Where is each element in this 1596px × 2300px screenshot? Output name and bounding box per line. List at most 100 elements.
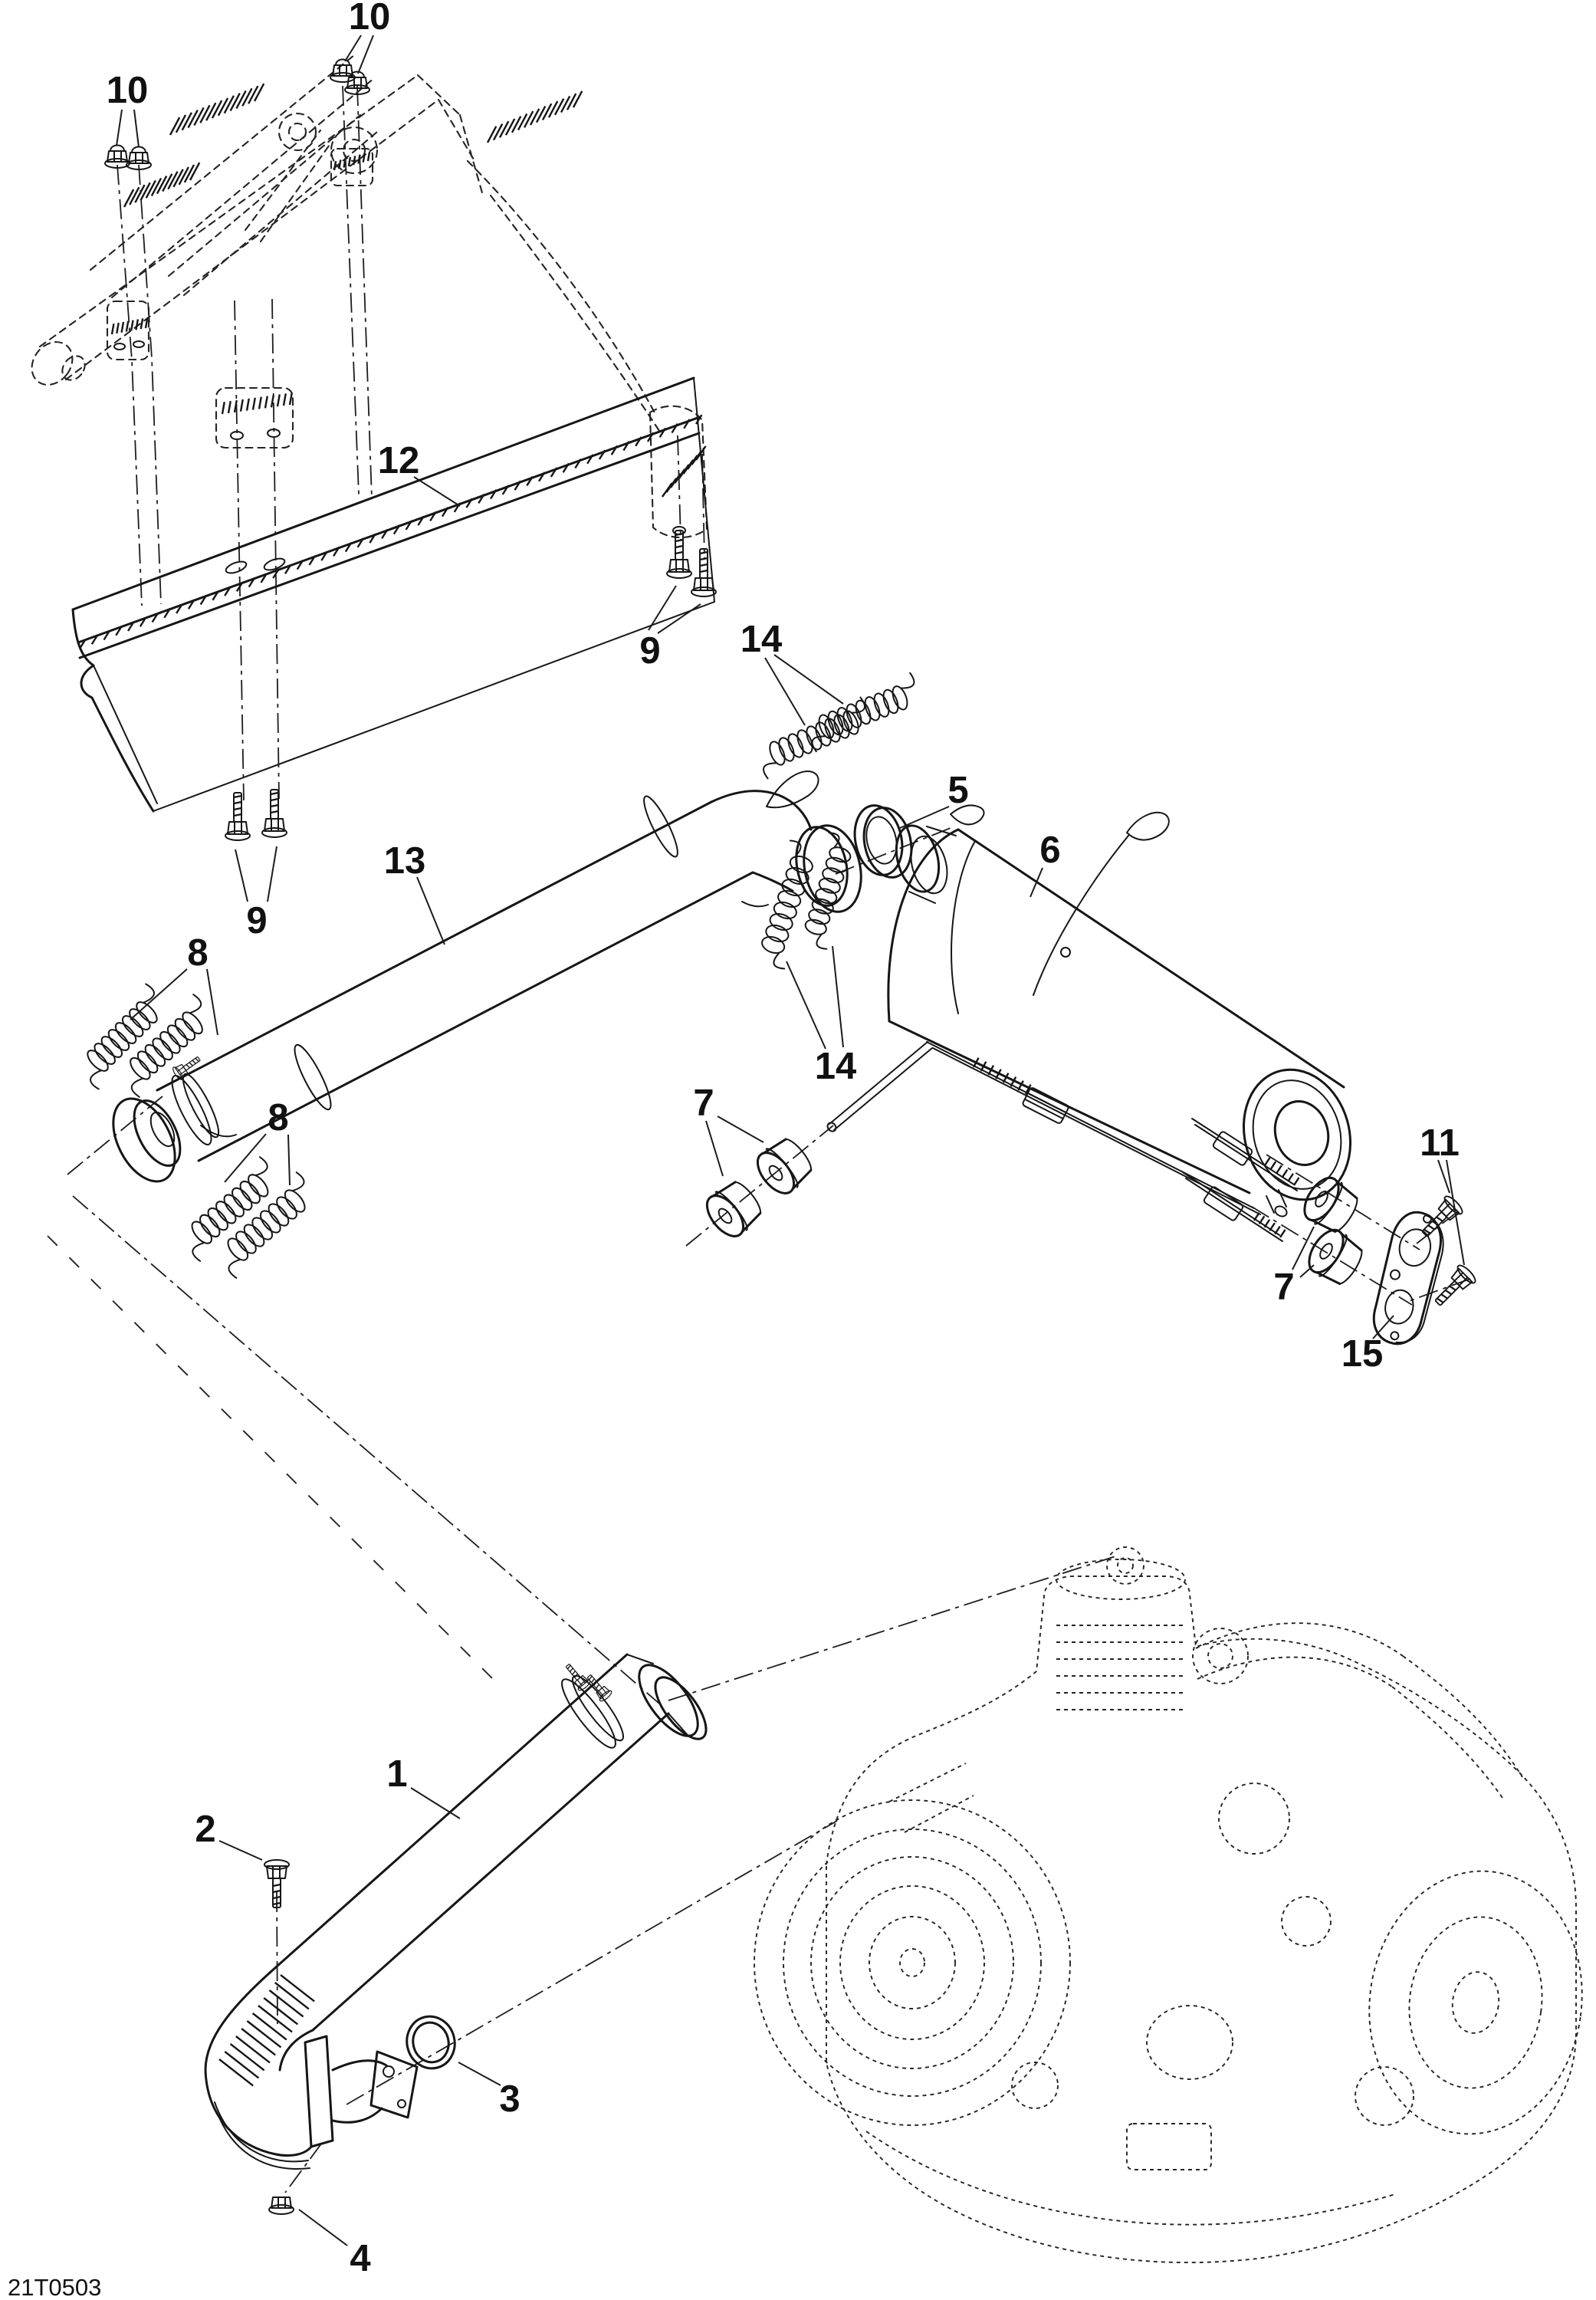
callout-leader-9 [267, 846, 277, 902]
engine-reference [754, 1546, 1583, 2263]
callout-leader-11 [1446, 1159, 1465, 1266]
spring-hook [766, 770, 819, 809]
muffler-mounting-stud [1182, 1171, 1286, 1242]
throttle-body [1192, 1628, 1249, 1684]
callout-label-1: 1 [386, 1753, 407, 1795]
exhaust-spring [761, 840, 813, 970]
callout-label-10: 10 [107, 70, 149, 111]
callout-leader-10 [133, 109, 140, 148]
shield-slot [263, 557, 286, 571]
clamp-screw [586, 1674, 612, 1702]
callout-leader-9 [235, 849, 248, 902]
clamp-screw [172, 1056, 201, 1080]
shield-bracket-mid-right [330, 147, 374, 187]
muffler-body-hole [1060, 947, 1071, 958]
shield-slot [225, 560, 248, 574]
intake-duct [1195, 1622, 1404, 1657]
callout-label-11: 11 [1420, 1122, 1460, 1164]
callout-leader-7 [1292, 1226, 1315, 1270]
rubber-mount-set-rear [1303, 1176, 1363, 1286]
flange-bolt [225, 792, 251, 841]
callout-leader-7 [705, 1120, 724, 1177]
callout-leader-9 [648, 585, 677, 631]
callout-leader-12 [413, 476, 461, 507]
callout-label-14: 14 [741, 619, 783, 660]
rubber-mount [756, 1138, 813, 1194]
exhaust-spring [227, 1171, 306, 1279]
muffler-mounting-stud [1191, 1118, 1300, 1191]
flange-bolt [691, 548, 717, 597]
callout-leader-5 [899, 806, 950, 829]
callout-label-13: 13 [384, 840, 426, 882]
callout-label-8: 8 [187, 932, 208, 974]
thread-strip [221, 393, 293, 415]
flange-bolt [1421, 1195, 1463, 1237]
hose-clamp [561, 1678, 616, 1749]
pipe-mount-flange [369, 2050, 419, 2119]
alignment-centerlines [47, 85, 1471, 2193]
thread-strip [662, 445, 707, 498]
thread-strip [486, 90, 583, 143]
acorn-nut [330, 58, 356, 83]
muffler [826, 804, 1352, 1242]
callout-leader-10 [116, 109, 123, 146]
exhaust-spring [191, 1156, 269, 1262]
callout-label-2: 2 [195, 1809, 215, 1850]
callout-leader-14 [786, 961, 826, 1050]
support-bracket [1372, 1211, 1444, 1346]
muffler-hook-top [1126, 811, 1170, 841]
callout-label-9: 9 [639, 630, 660, 672]
callout-leader-3 [458, 2062, 501, 2086]
exhaust-spring-set [87, 672, 915, 1279]
spring-hook-tab [741, 901, 769, 908]
acorn-nut [104, 144, 130, 169]
flange-bolt [264, 1859, 290, 1908]
shield-rib-hatch [78, 414, 703, 649]
callout-label-15: 15 [1341, 1333, 1384, 1375]
fasteners [104, 58, 1476, 2215]
lower-exhaust-pipe [204, 1653, 708, 2170]
callout-label-9: 9 [246, 900, 267, 941]
callout-leader-8 [287, 1134, 291, 1186]
callout-label-10: 10 [349, 0, 391, 38]
thread-strip [110, 317, 149, 335]
exhaust-spring [87, 983, 158, 1090]
drawing-code: 21T0503 [8, 2274, 101, 2300]
rubber-mount-set-front [705, 1138, 813, 1237]
callout-leader-10 [357, 34, 374, 74]
callout-leader-15 [1372, 1315, 1394, 1339]
callout-leader-14 [764, 657, 806, 726]
muffler-hook-front [950, 804, 985, 826]
shield-bracket-front-left [106, 300, 150, 361]
callout-leader-1 [410, 1787, 461, 1819]
callout-leader-8 [206, 968, 218, 1036]
cvt-cover [754, 1799, 1071, 2126]
callout-label-3: 3 [499, 2078, 520, 2120]
elbow-rib-hatch [218, 1974, 315, 2087]
callout-label-8: 8 [268, 1097, 288, 1138]
callout-leader-13 [416, 876, 445, 945]
exhaust-port [1106, 1546, 1144, 1585]
callout-label-7: 7 [693, 1083, 714, 1124]
clamp-screw [565, 1664, 591, 1691]
callout-label-7: 7 [1273, 1267, 1294, 1308]
thread-strip [123, 162, 201, 208]
callout-leader-2 [218, 1840, 263, 1861]
callout-leader-10 [344, 34, 362, 62]
shield-bracket-mid-left [215, 386, 294, 449]
gearbox [1368, 1870, 1583, 2135]
callout-leader-7 [1299, 1264, 1315, 1278]
front-exhaust-pipe [112, 770, 862, 1183]
spring-hook-tab [200, 1125, 237, 1138]
rubber-mount [705, 1181, 762, 1237]
callout-leader-6 [1030, 867, 1043, 898]
flange-bolt [666, 530, 692, 579]
exhaust-gasket [853, 804, 913, 879]
callout-label-4: 4 [350, 2238, 370, 2279]
acorn-nut [344, 71, 370, 95]
callout-leader-9 [657, 603, 701, 634]
flange-nut [268, 2196, 294, 2215]
